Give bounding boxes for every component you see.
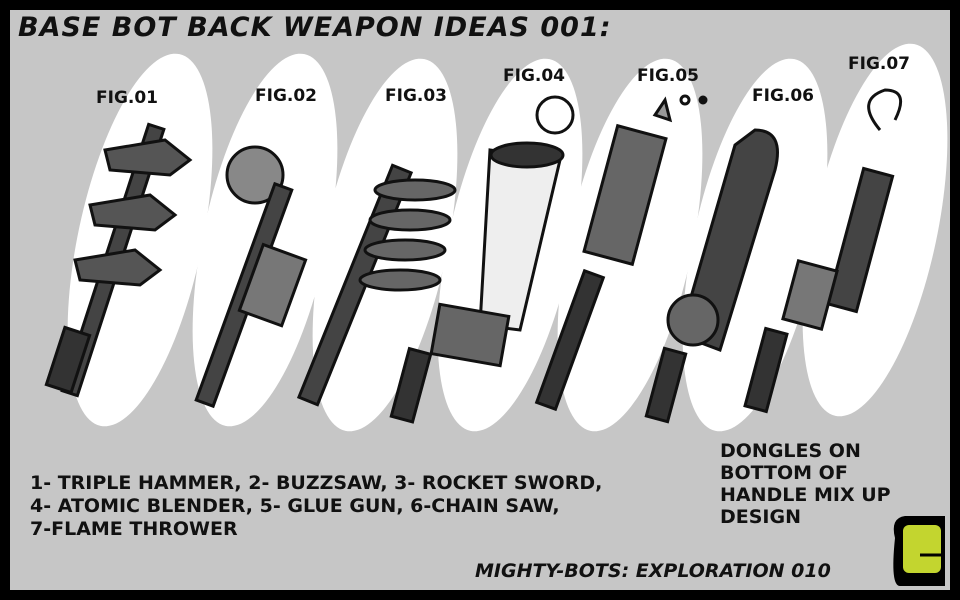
chain-saw-sketch xyxy=(644,128,779,424)
fig-label: FIG.02 xyxy=(255,86,318,106)
caption-line: 1- Triple Hammer, 2- Buzzsaw, 3- Rocket … xyxy=(30,472,603,494)
triple-hammer-sketch xyxy=(44,122,193,398)
art-panel: Base Bot Back Weapon Ideas 001: FIG.01 F… xyxy=(10,10,950,590)
rocket-sword-sketch xyxy=(296,163,457,407)
fig-label: FIG.05 xyxy=(637,66,700,86)
note-line: handle mix up xyxy=(720,484,891,506)
backdrop-blob xyxy=(67,53,213,427)
credit-text: Mighty-Bots: Exploration 010 xyxy=(475,560,831,582)
weapon-list-caption: 1- Triple Hammer, 2- Buzzsaw, 3- Rocket … xyxy=(30,472,602,541)
caption-line: 7-Flame Thrower xyxy=(30,518,238,540)
fig-label: FIG.04 xyxy=(503,66,566,86)
caption-line: 4- Atomic Blender, 5- Glue Gun, 6-Chain … xyxy=(30,495,560,517)
buzzsaw-sketch xyxy=(194,145,308,409)
design-note: Dongles on bottom of handle mix up desig… xyxy=(720,440,891,528)
note-line: bottom of xyxy=(720,462,848,484)
flame-thrower-sketch xyxy=(743,88,903,414)
note-line: design xyxy=(720,506,802,528)
fig-label: FIG.01 xyxy=(96,88,159,108)
atomic-blender-sketch xyxy=(389,95,575,424)
page-title: Base Bot Back Weapon Ideas 001: xyxy=(18,12,612,43)
logo xyxy=(893,516,945,586)
fig-label: FIG.07 xyxy=(848,54,911,74)
weapon-sketches xyxy=(44,43,948,586)
note-line: Dongles on xyxy=(720,440,861,462)
fig-label: FIG.06 xyxy=(752,86,815,106)
glue-gun-sketch xyxy=(534,94,708,412)
fig-label: FIG.03 xyxy=(385,86,448,106)
